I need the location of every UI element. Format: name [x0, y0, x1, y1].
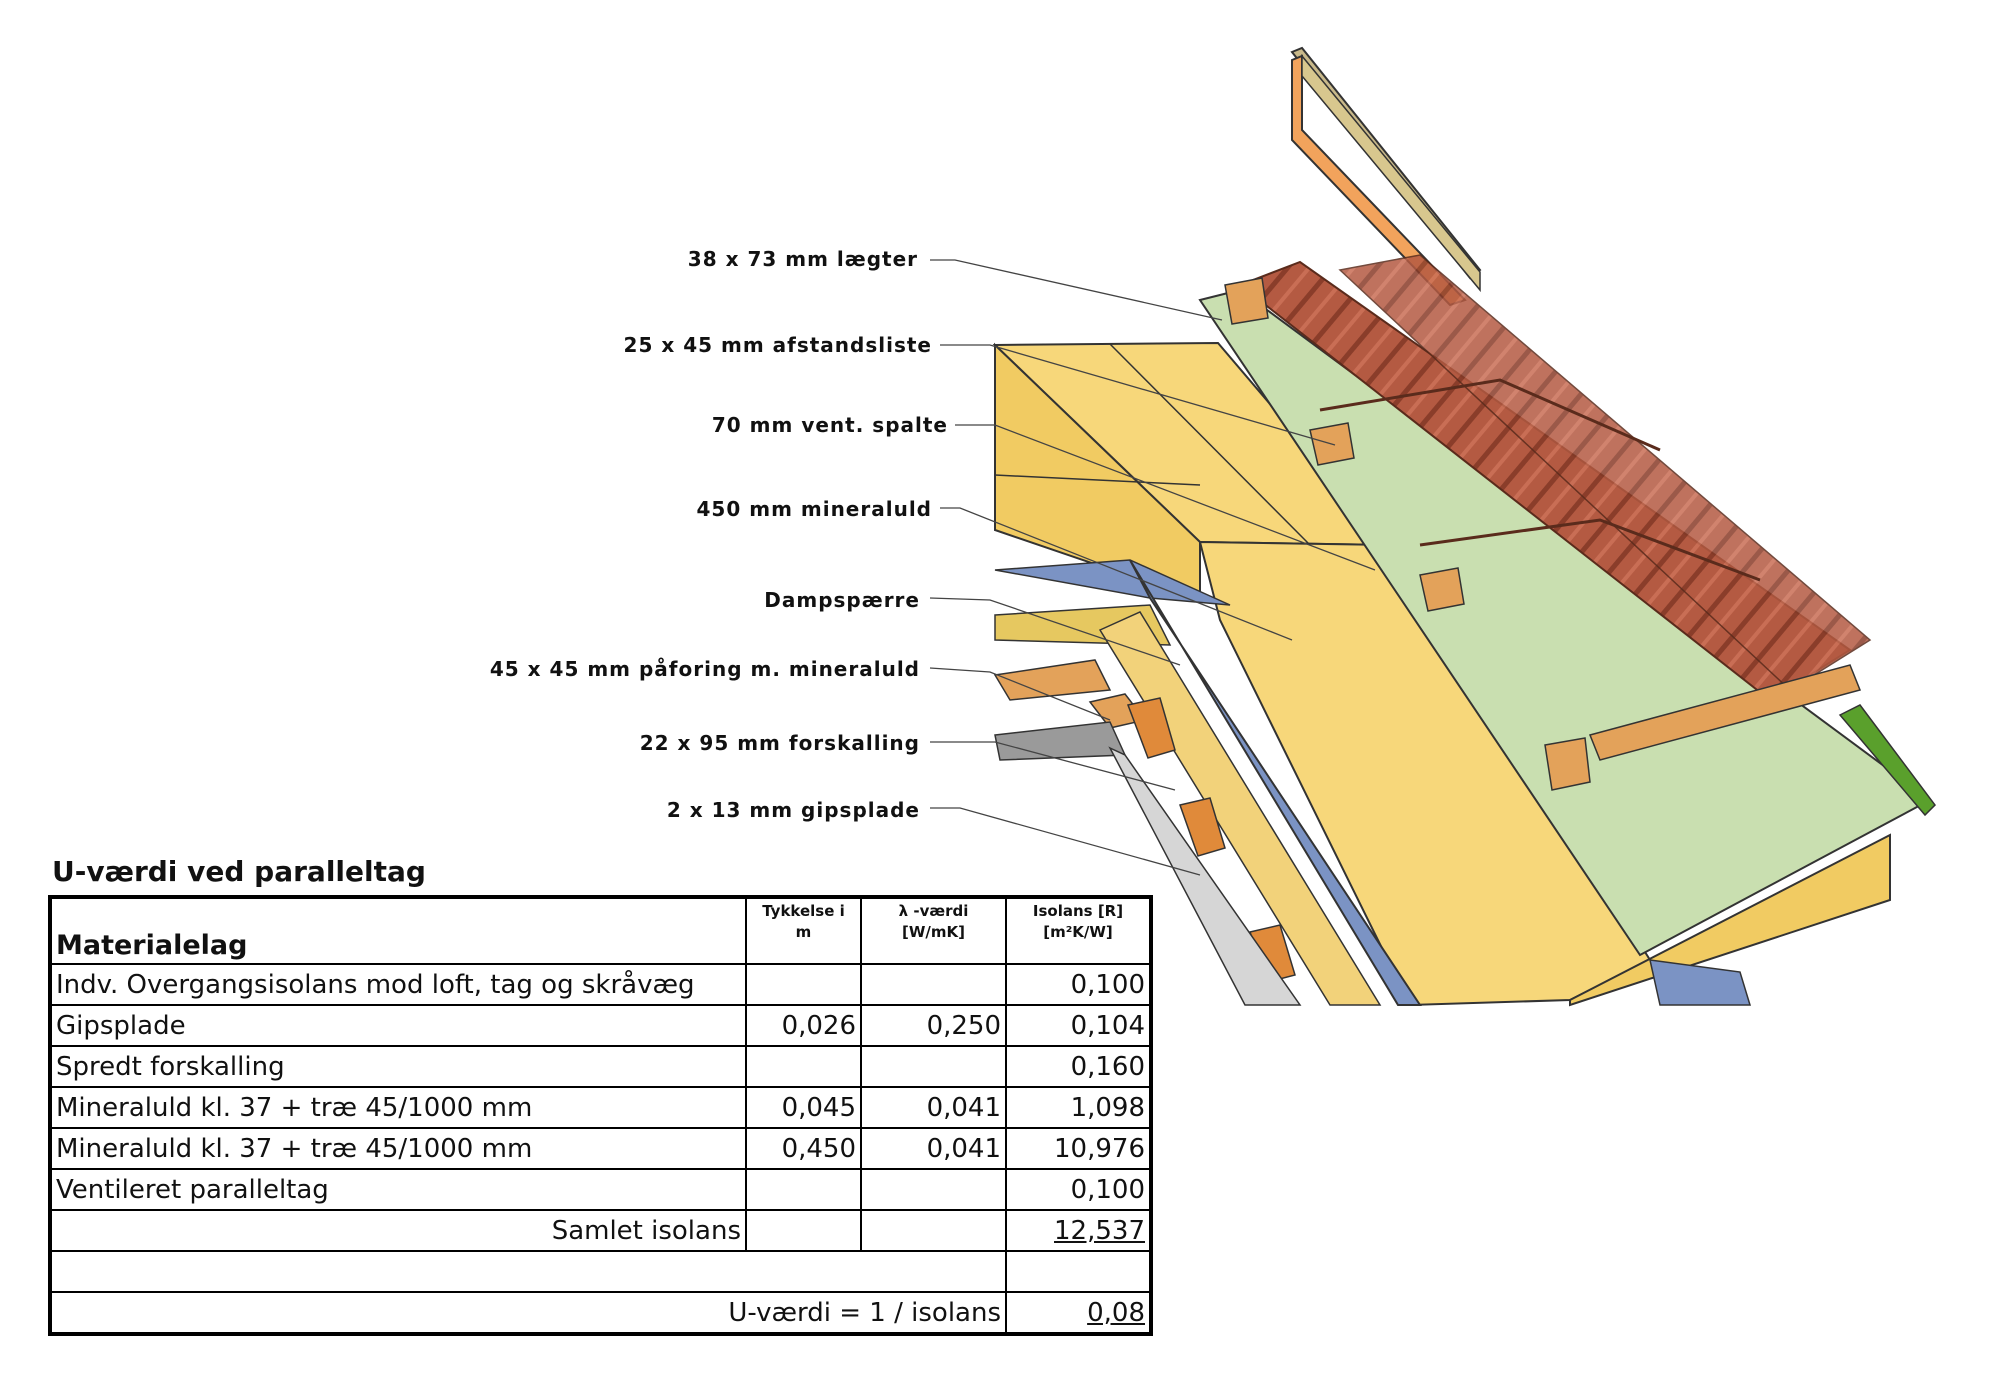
- cell-thickness: [745, 963, 862, 1006]
- spacer-cell-value: [1005, 1250, 1152, 1293]
- cell-thickness: [745, 1168, 862, 1211]
- callout-paforing: 45 x 45 mm påforing m. mineraluld: [489, 657, 920, 681]
- header-isolans-line1: Isolans [R]: [1032, 902, 1124, 920]
- header-lambda: λ -værdi [W/mK]: [860, 896, 1007, 965]
- cell-isolans: 0,100: [1005, 1168, 1152, 1211]
- cell-lambda: 0,250: [860, 1004, 1007, 1047]
- fascia-board: [1290, 46, 1482, 307]
- table-row: Spredt forskalling 0,160: [49, 1045, 1152, 1088]
- leader-lines: [929, 259, 1376, 876]
- table-title: U-værdi ved paralleltag: [52, 855, 426, 888]
- u-value-label: U-værdi = 1 / isolans: [49, 1291, 1007, 1335]
- header-material: Materialelag: [49, 896, 747, 965]
- cell-lambda: [860, 963, 1007, 1006]
- cell-isolans: 0,160: [1005, 1045, 1152, 1088]
- vapor-barrier: [994, 559, 1752, 1006]
- table-spacer-row: [49, 1250, 1152, 1293]
- table-row: Indv. Overgangsisolans mod loft, tag og …: [49, 963, 1152, 1006]
- cell-lambda: [860, 1045, 1007, 1088]
- total-empty-lambda: [860, 1209, 1007, 1252]
- insulation-top-block: [992, 341, 1393, 602]
- total-label: Samlet isolans: [49, 1209, 747, 1252]
- spacer-cell: [49, 1250, 1007, 1293]
- cell-material: Gipsplade: [49, 1004, 747, 1047]
- cell-isolans: 0,104: [1005, 1004, 1152, 1047]
- header-thickness: Tykkelse i m: [745, 896, 862, 965]
- header-isolans-line2: [m²K/W]: [1043, 923, 1113, 941]
- cell-lambda: 0,041: [860, 1086, 1007, 1129]
- callout-mineraluld: 450 mm mineraluld: [696, 497, 932, 521]
- total-empty-thickness: [745, 1209, 862, 1252]
- cell-material: Ventileret paralleltag: [49, 1168, 747, 1211]
- callout-vent-spalte: 70 mm vent. spalte: [711, 413, 948, 437]
- header-thickness-line1: Tykkelse i: [762, 902, 845, 920]
- cell-material: Spredt forskalling: [49, 1045, 747, 1088]
- cell-thickness: 0,026: [745, 1004, 862, 1047]
- table-total-row: Samlet isolans 12,537: [49, 1209, 1152, 1252]
- table-u-value-row: U-værdi = 1 / isolans 0,08: [49, 1291, 1152, 1335]
- table-row: Gipsplade 0,026 0,250 0,104: [49, 1004, 1152, 1047]
- cell-isolans: 0,100: [1005, 963, 1152, 1006]
- total-value: 12,537: [1005, 1209, 1152, 1252]
- table-row: Ventileret paralleltag 0,100: [49, 1168, 1152, 1211]
- u-value: 0,08: [1005, 1291, 1152, 1335]
- cell-lambda: [860, 1168, 1007, 1211]
- gypsum-board: [994, 721, 1302, 1006]
- cell-isolans: 1,098: [1005, 1086, 1152, 1129]
- callout-laegter: 38 x 73 mm lægter: [687, 247, 918, 271]
- roof-tiles: [1237, 254, 1872, 761]
- callout-dampspaerre: Dampspærre: [764, 588, 920, 612]
- header-lambda-line1: λ -værdi: [898, 902, 969, 920]
- callout-gipsplade: 2 x 13 mm gipsplade: [666, 798, 920, 822]
- header-thickness-line2: m: [795, 923, 812, 941]
- cell-lambda: 0,041: [860, 1127, 1007, 1170]
- cell-thickness: [745, 1045, 862, 1088]
- table-row: Mineraluld kl. 37 + træ 45/1000 mm 0,045…: [49, 1086, 1152, 1129]
- cell-material: Mineraluld kl. 37 + træ 45/1000 mm: [49, 1086, 747, 1129]
- cell-material: Mineraluld kl. 37 + træ 45/1000 mm: [49, 1127, 747, 1170]
- furring-layer: [993, 604, 1382, 1006]
- table-row: Mineraluld kl. 37 + træ 45/1000 mm 0,450…: [49, 1127, 1152, 1170]
- cell-thickness: 0,450: [745, 1127, 862, 1170]
- cell-material: Indv. Overgangsisolans mod loft, tag og …: [49, 963, 747, 1006]
- callout-forskalling: 22 x 95 mm forskalling: [639, 731, 920, 755]
- header-lambda-line2: [W/mK]: [902, 923, 965, 941]
- cell-thickness: 0,045: [745, 1086, 862, 1129]
- cell-isolans: 10,976: [1005, 1127, 1152, 1170]
- header-isolans: Isolans [R] [m²K/W]: [1005, 896, 1152, 965]
- callout-afstandsliste: 25 x 45 mm afstandsliste: [623, 333, 932, 357]
